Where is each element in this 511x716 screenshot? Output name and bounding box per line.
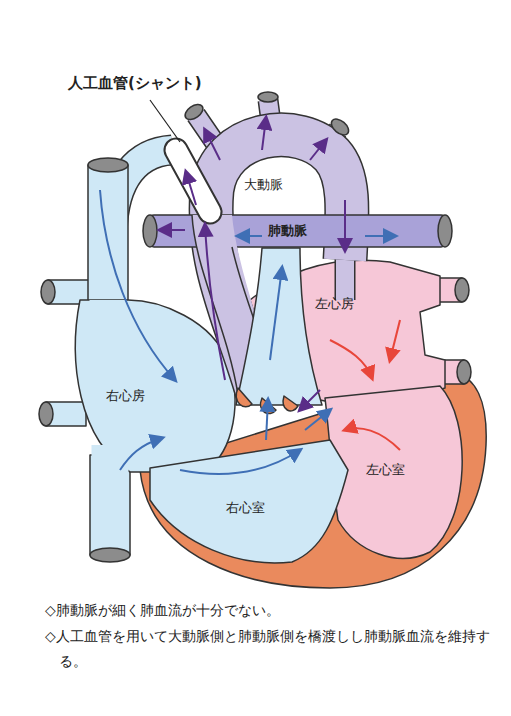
part-label: 右心室 — [226, 500, 265, 517]
part-label: 左心室 — [366, 462, 405, 479]
part-label: 肺動脈 — [268, 223, 307, 240]
part-label: 大動脈 — [244, 177, 283, 194]
part-label: 右心房 — [106, 388, 145, 405]
part-label: 左心房 — [315, 296, 354, 313]
callout-label: 人工血管(シャント) — [68, 74, 202, 94]
note-text: ◇人工血管を用いて大動脈側と肺動脈側を橋渡しし肺動脈血流を維持する。 — [45, 624, 499, 673]
note-text: ◇肺動脈が細く肺血流が十分でない。 — [45, 598, 499, 623]
